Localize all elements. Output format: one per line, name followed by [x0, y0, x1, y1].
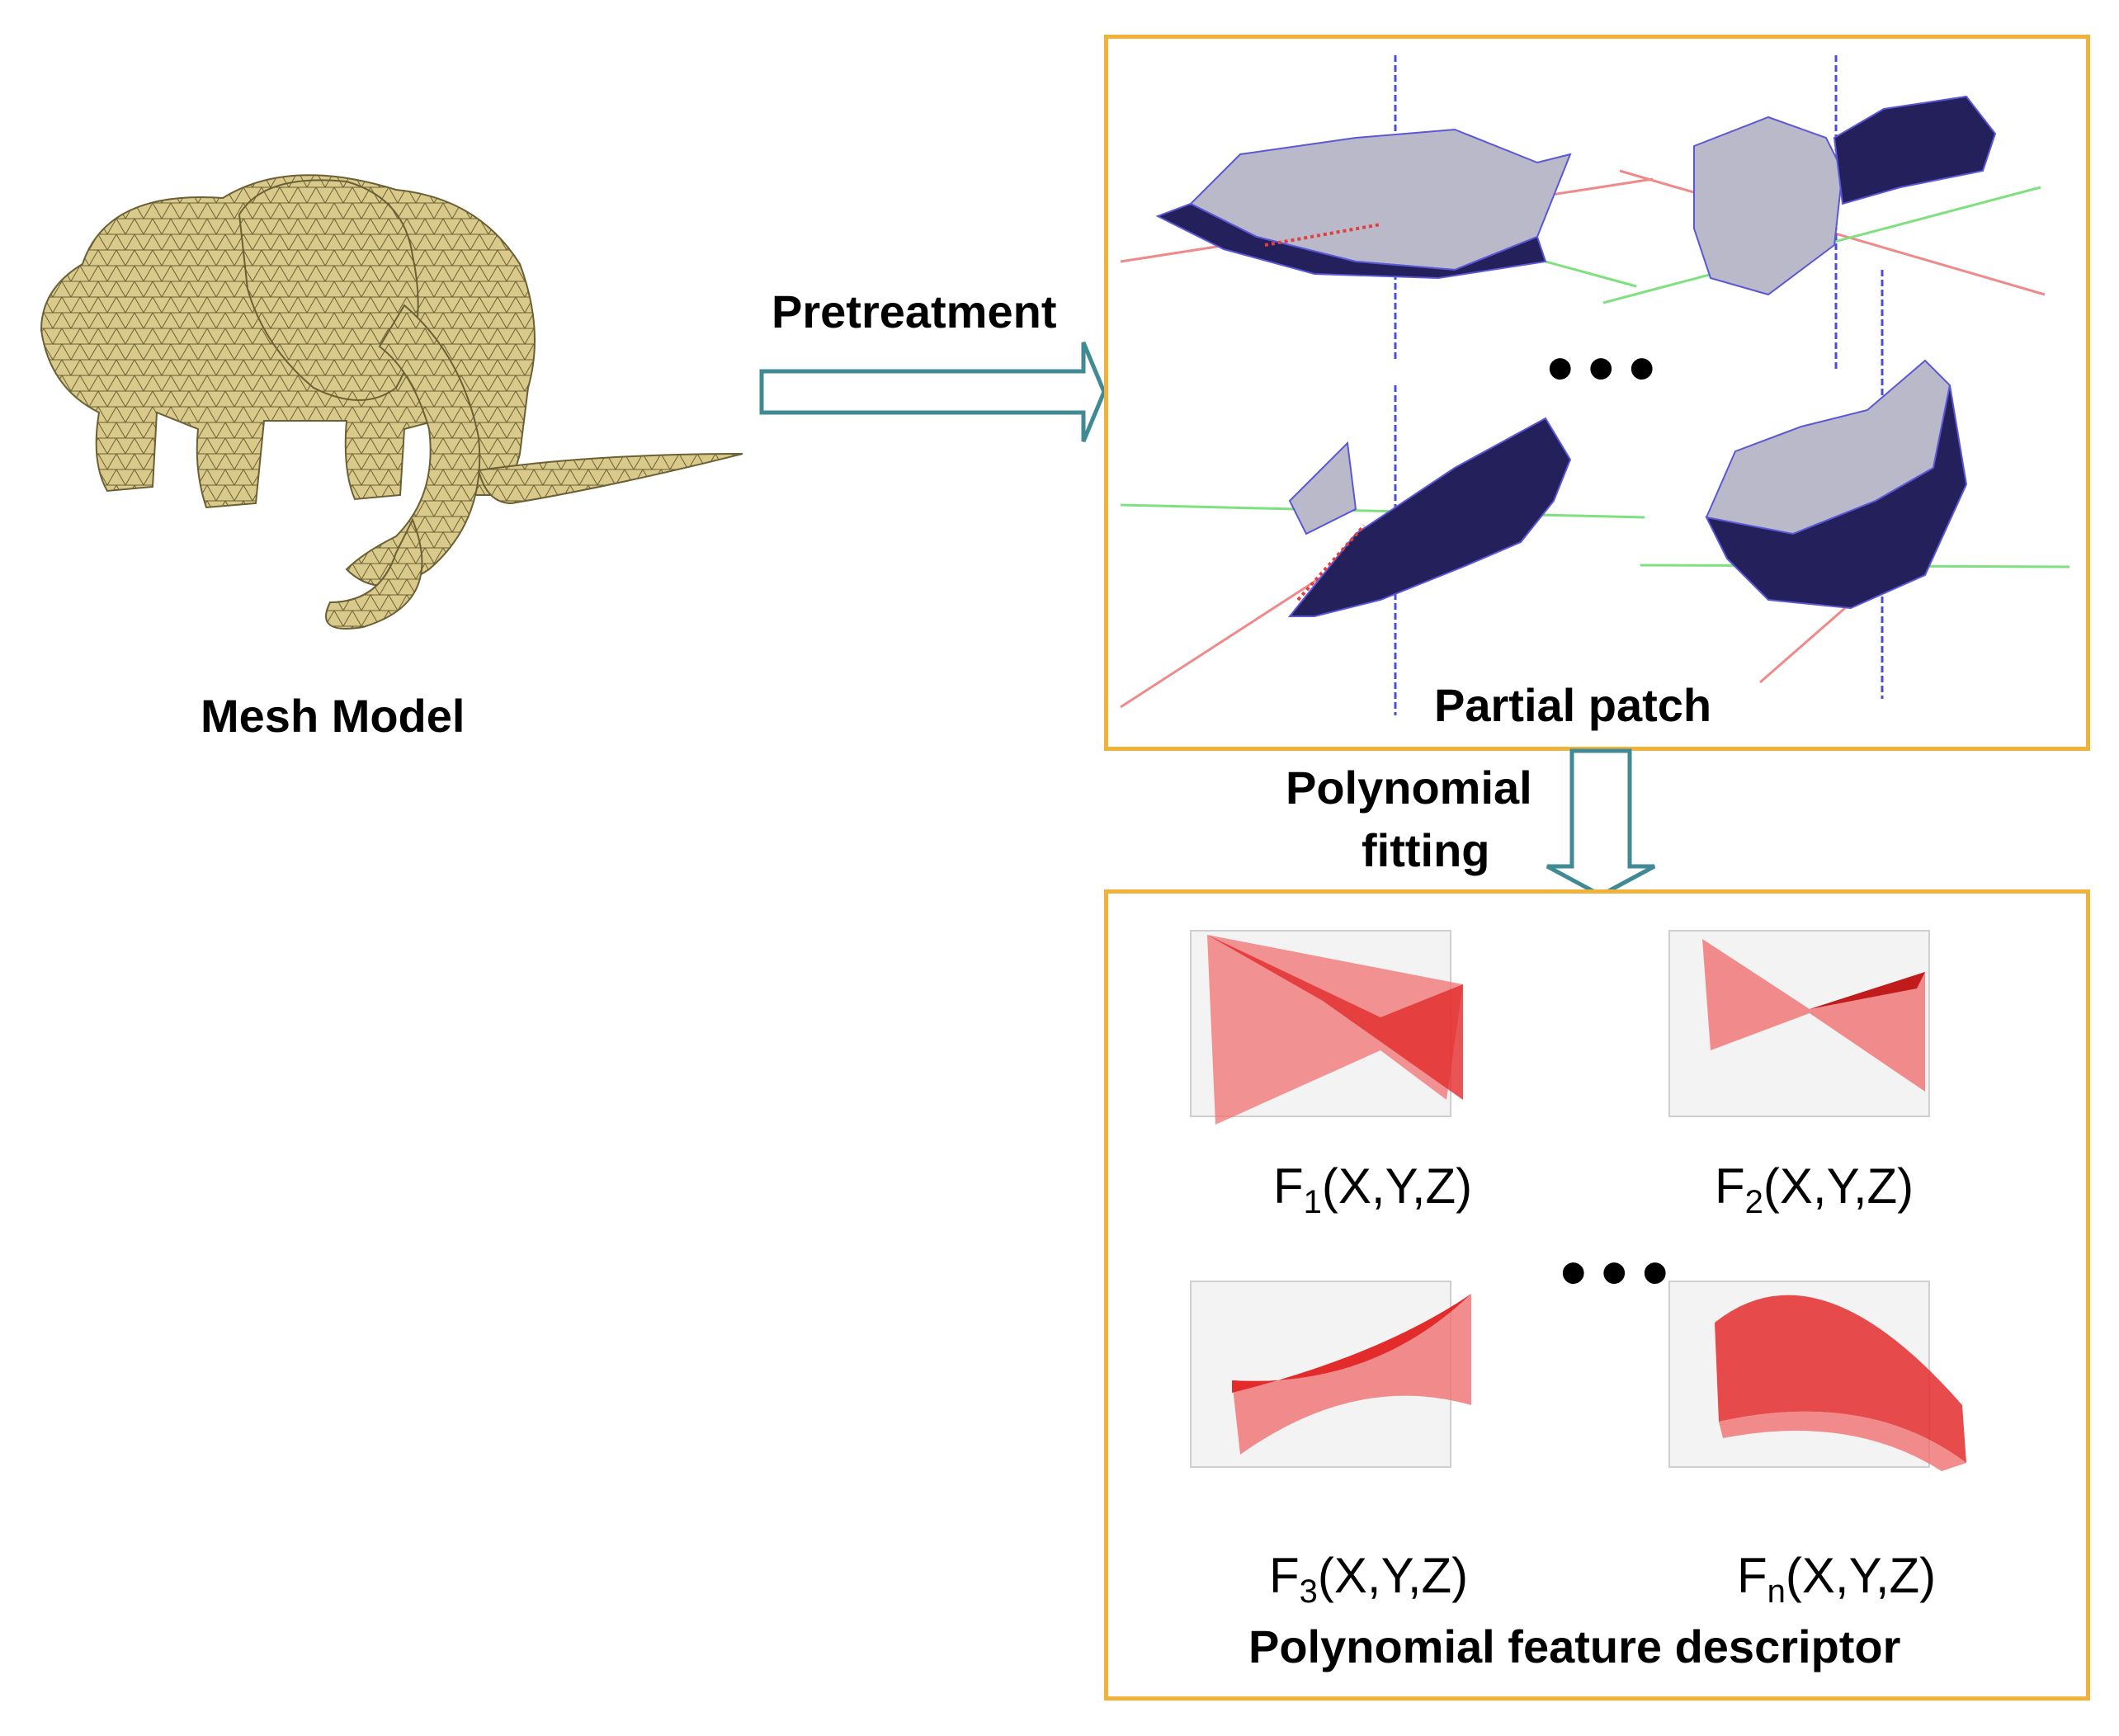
down-arrow-icon: [1546, 748, 1656, 898]
polynomial-fitting-label-line2: fitting: [1362, 824, 1490, 876]
partial-patch-panel: ••• Partial patch: [1104, 35, 2090, 751]
surface-plot-1: [1190, 930, 1463, 1125]
function-f2-label: F2(X,Y,Z): [1715, 1158, 1914, 1220]
polynomial-fitting-label-line1: Polynomial: [1286, 762, 1532, 814]
surface-plot-3: [1190, 1281, 1471, 1468]
right-arrow-icon: [759, 342, 1107, 442]
pretreatment-label: Pretreatment: [772, 285, 1057, 337]
surface-plot-4: [1668, 1281, 1966, 1471]
patch-ellipsis: •••: [1547, 328, 1670, 410]
function-f3-label: F3(X,Y,Z): [1269, 1548, 1469, 1610]
descriptor-panel: F1(X,Y,Z) F2(X,Y,Z) ••• F3(X,Y,Z) Fn(X,Y…: [1104, 889, 2090, 1701]
elephant-mesh-image: [40, 174, 743, 630]
partial-patch-graphics: [1120, 55, 2070, 715]
function-ellipsis: •••: [1560, 1232, 1683, 1314]
function-fn-label: Fn(X,Y,Z): [1737, 1548, 1937, 1610]
surface-plot-2: [1668, 930, 1930, 1117]
surface-plots: [1190, 930, 1966, 1471]
partial-patch-label: Partial patch: [1434, 679, 1712, 731]
mesh-model-label: Mesh Model: [201, 690, 465, 742]
function-f1-label: F1(X,Y,Z): [1273, 1158, 1473, 1220]
descriptor-label: Polynomial feature descriptor: [1248, 1620, 1901, 1672]
